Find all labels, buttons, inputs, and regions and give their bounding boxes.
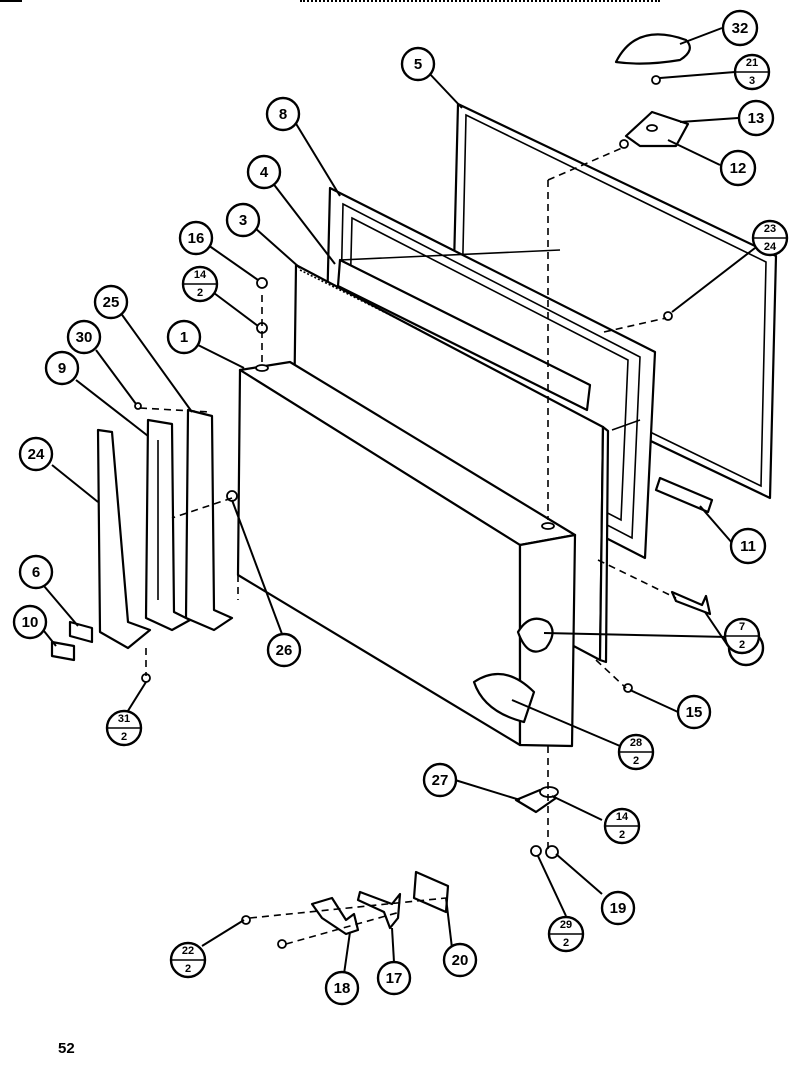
leader-lines [39, 27, 756, 975]
svg-text:14: 14 [616, 811, 629, 823]
callout-24: 24 [18, 436, 54, 472]
callout-12: 12 [719, 149, 757, 187]
svg-text:2: 2 [739, 639, 745, 651]
part-9-center-bracket [144, 418, 192, 632]
callout-32: 32 [721, 9, 759, 47]
svg-text:30: 30 [76, 329, 93, 346]
callout-11: 11 [729, 527, 767, 565]
part-4-inner-liner [336, 249, 592, 412]
svg-text:7: 7 [739, 621, 745, 633]
part-2-bracket [670, 590, 712, 616]
part-10-tab [50, 640, 76, 662]
callout-7-2-visible: 7 2 [723, 617, 761, 655]
callout-26: 26 [266, 632, 302, 668]
svg-text:3: 3 [749, 75, 755, 87]
callout-18: 18 [324, 970, 360, 1006]
svg-text:18: 18 [334, 980, 351, 997]
svg-text:21: 21 [746, 57, 758, 69]
svg-text:2: 2 [197, 287, 203, 299]
callout-28-2: 28 2 [617, 733, 655, 771]
callout-15: 15 [676, 694, 712, 730]
callout-1: 1 [166, 319, 202, 355]
top-edge-scan-artifact [300, 0, 660, 4]
callout-21-3: 21 3 [733, 53, 771, 91]
callout-13: 13 [737, 99, 775, 137]
svg-text:22: 22 [182, 945, 194, 957]
svg-text:4: 4 [260, 164, 269, 181]
svg-text:28: 28 [630, 737, 642, 749]
part-18-hinge-link [310, 896, 360, 936]
svg-text:29: 29 [560, 919, 572, 931]
svg-text:20: 20 [452, 952, 469, 969]
callout-14-2-bottom: 14 2 [603, 807, 641, 845]
svg-text:3: 3 [239, 212, 247, 229]
callout-23-24: 23 24 [751, 219, 789, 257]
callout-14-2-top: 14 2 [181, 265, 219, 303]
callout-20: 20 [442, 942, 478, 978]
svg-text:2: 2 [121, 731, 127, 743]
svg-text:25: 25 [103, 294, 120, 311]
svg-text:27: 27 [432, 772, 449, 789]
top-edge-mark [0, 0, 22, 2]
svg-text:2: 2 [563, 937, 569, 949]
part-12-top-hinge [624, 110, 690, 148]
part-27-bottom-hinge [514, 786, 559, 814]
callout-10: 10 [12, 604, 48, 640]
assembly-lines [139, 147, 677, 945]
callout-25: 25 [93, 284, 129, 320]
svg-text:24: 24 [764, 241, 777, 253]
svg-text:2: 2 [185, 963, 191, 975]
callout-27: 27 [422, 762, 458, 798]
svg-text:8: 8 [279, 106, 287, 123]
callout-17: 17 [376, 960, 412, 996]
svg-text:10: 10 [22, 614, 39, 631]
svg-text:13: 13 [748, 110, 765, 127]
svg-text:14: 14 [194, 269, 207, 281]
svg-text:9: 9 [58, 360, 66, 377]
callout-3: 3 [225, 202, 261, 238]
callout-4: 4 [246, 154, 282, 190]
callout-8: 8 [265, 96, 301, 132]
part-20-hinge-plate [412, 870, 450, 914]
part-17-hinge-arm [356, 890, 402, 930]
svg-text:11: 11 [740, 538, 756, 555]
svg-text:1: 1 [180, 329, 188, 346]
screws [134, 75, 673, 949]
svg-text:6: 6 [32, 564, 40, 581]
callout-16: 16 [178, 220, 214, 256]
callout-6: 6 [18, 554, 54, 590]
part-11-bottom-rail [654, 476, 714, 514]
svg-text:24: 24 [28, 446, 45, 463]
callout-5: 5 [400, 46, 436, 82]
part-24-left-bracket [96, 428, 152, 650]
svg-text:17: 17 [386, 970, 403, 987]
svg-text:31: 31 [118, 713, 130, 725]
svg-text:32: 32 [732, 20, 749, 37]
svg-text:5: 5 [414, 56, 422, 73]
svg-text:12: 12 [730, 160, 747, 177]
callout-19: 19 [600, 890, 636, 926]
part-32-hinge-cover [614, 33, 691, 65]
svg-text:2: 2 [633, 755, 639, 767]
callout-9: 9 [44, 350, 80, 386]
part-25-side-bracket [184, 408, 234, 632]
svg-text:2: 2 [619, 829, 625, 841]
svg-text:23: 23 [764, 223, 776, 235]
callout-30: 30 [66, 319, 102, 355]
page-number: 52 [58, 1040, 75, 1057]
svg-text:19: 19 [610, 900, 627, 917]
callout-29-2: 29 2 [547, 915, 585, 953]
svg-text:16: 16 [188, 230, 205, 247]
part-19-washer [545, 845, 559, 859]
svg-text:15: 15 [686, 704, 703, 721]
part-6-shim [68, 620, 94, 644]
callout-22-2: 22 2 [169, 941, 207, 979]
svg-text:26: 26 [276, 642, 293, 659]
callout-31-2: 31 2 [105, 709, 143, 747]
part-1-door-panel [236, 360, 577, 748]
